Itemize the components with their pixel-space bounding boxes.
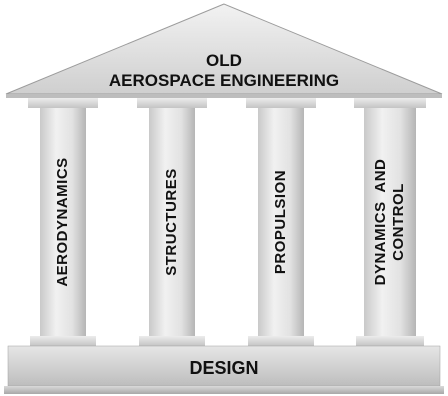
roof-title-line1: OLD bbox=[206, 51, 242, 70]
pillar-aerodynamics bbox=[28, 98, 98, 346]
pillar-structures bbox=[137, 98, 207, 346]
pillar-label-dynamics-line: DYNAMICS AND bbox=[372, 158, 389, 286]
pillar-label-propulsion: PROPULSION bbox=[272, 169, 289, 275]
pillar-label-control-line: CONTROL bbox=[390, 183, 407, 261]
pillar-label-dynamics-and-control: DYNAMICS AND CONTROL bbox=[372, 159, 408, 286]
pillar-label-structures: STRUCTURES bbox=[163, 168, 180, 276]
pillar-propulsion bbox=[246, 98, 316, 346]
base bbox=[4, 345, 444, 394]
pillar-label-aerodynamics: AERODYNAMICS bbox=[54, 157, 71, 287]
roof bbox=[5, 3, 443, 98]
pillar-dynamics-and-control bbox=[354, 98, 426, 346]
roof-title-line2: AEROSPACE ENGINEERING bbox=[108, 71, 340, 90]
base-label: DESIGN bbox=[189, 358, 259, 378]
